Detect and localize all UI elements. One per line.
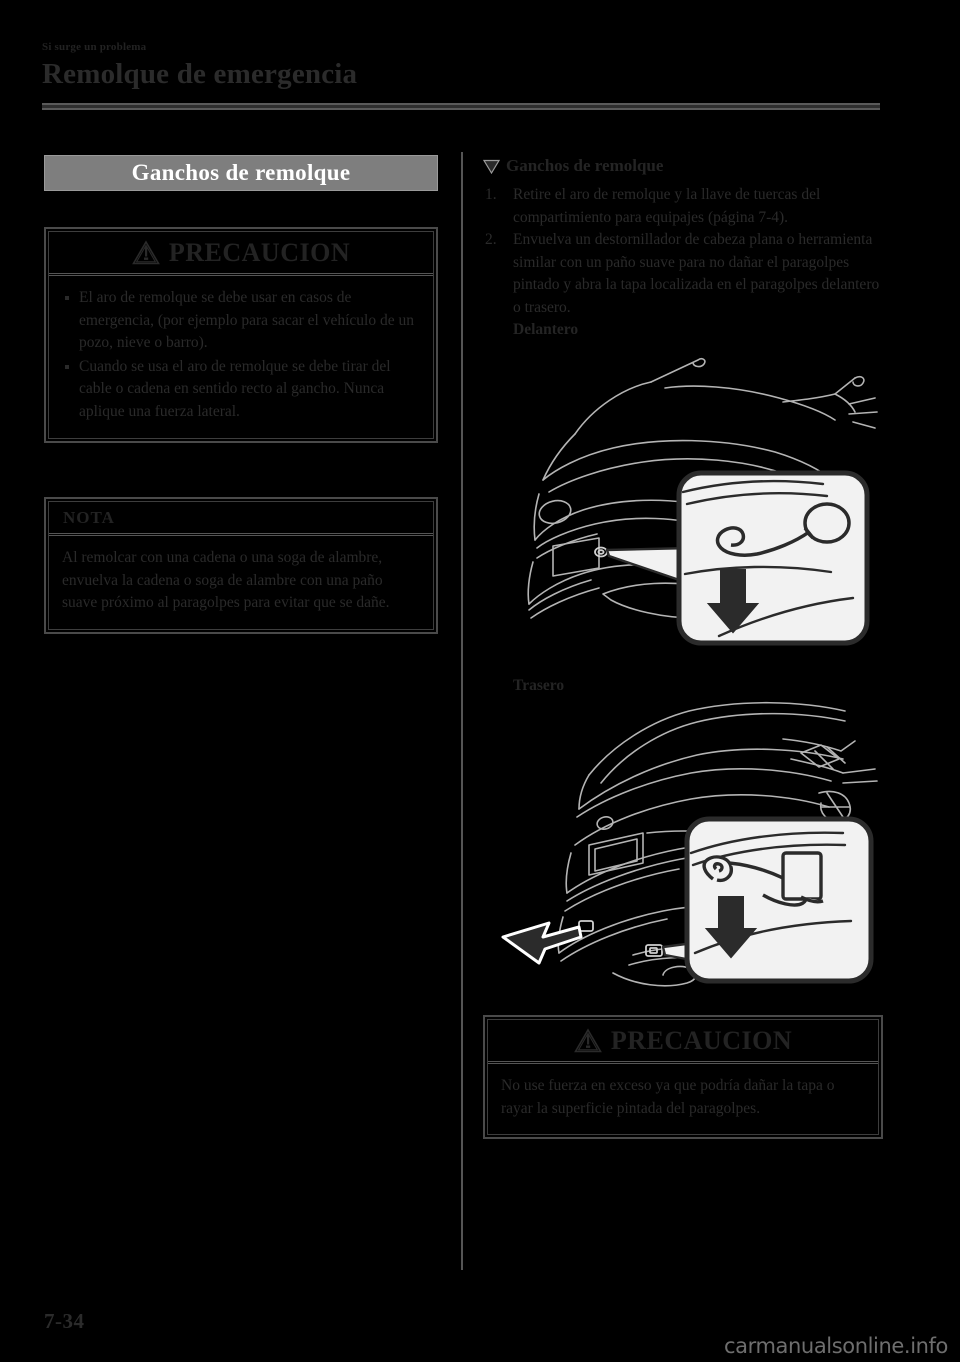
subsection-heading: Ganchos de remolque — [483, 155, 883, 176]
page-header: Si surge un problema Remolque de emergen… — [42, 40, 882, 92]
caution-bullet-list: El aro de remolque se debe usar en casos… — [62, 287, 420, 423]
caution-box-left: PRECAUCION El aro de remolque se debe us… — [44, 227, 438, 443]
caution-box-right-title: PRECAUCION — [610, 1025, 793, 1055]
triangle-down-icon — [483, 159, 500, 174]
note-box-body: Al remolcar con una cadena o una soga de… — [49, 536, 433, 629]
rear-bumper-tow-hook-illustration — [501, 701, 878, 987]
subsection-heading-text: Ganchos de remolque — [506, 156, 664, 175]
caution-box-right-header: PRECAUCION — [488, 1020, 878, 1064]
step-number: 1. — [485, 186, 497, 203]
down-arrow-icon — [706, 568, 760, 634]
watermark: carmanualsonline.info — [724, 1334, 948, 1358]
note-box-title: NOTA — [63, 507, 115, 527]
down-arrow-icon — [704, 896, 758, 959]
front-bumper-tow-hook-illustration — [527, 357, 878, 645]
step-text: Envuelva un destornillador de cabeza pla… — [513, 231, 880, 316]
note-text: Al remolcar con una cadena o una soga de… — [62, 549, 390, 611]
page-title: Remolque de emergencia — [42, 58, 358, 90]
list-item: Cuando se usa el aro de remolque se debe… — [62, 356, 420, 424]
header-kicker: Si surge un problema — [42, 41, 147, 53]
list-item: El aro de remolque se debe usar en casos… — [62, 287, 420, 355]
list-item: 2. Envuelva un destornillador de cabeza … — [483, 229, 883, 319]
column-divider — [461, 152, 463, 1270]
right-column: Ganchos de remolque 1. Retire el aro de … — [483, 155, 883, 1139]
list-item: 1. Retire el aro de remolque y la llave … — [483, 184, 883, 229]
left-column: Ganchos de remolque PRECAUCION — [44, 155, 438, 634]
note-box: NOTA Al remolcar con una cadena o una so… — [44, 497, 438, 634]
caution-box-right-body: No use fuerza en exceso ya que podría da… — [488, 1064, 878, 1134]
caution-box-left-title: PRECAUCION — [168, 237, 351, 267]
caution-box-left-body: El aro de remolque se debe usar en casos… — [49, 276, 433, 438]
header-rule — [42, 103, 880, 110]
warning-triangle-icon — [131, 240, 160, 265]
step-text: Retire el aro de remolque y la llave de … — [513, 186, 821, 226]
pointer-arrow-icon — [501, 921, 583, 965]
caution-box-left-header: PRECAUCION — [49, 232, 433, 276]
page-number: 7-34 — [44, 1309, 85, 1333]
figure-front-label: Delantero — [513, 321, 579, 338]
figure-rear-label: Trasero — [513, 676, 565, 694]
step-number: 2. — [485, 231, 497, 248]
front-callout-detail — [676, 470, 870, 645]
rear-callout-detail — [684, 816, 874, 984]
section-title-bar: Ganchos de remolque — [44, 155, 438, 191]
section-title-text: Ganchos de remolque — [131, 160, 351, 185]
caution-right-text: No use fuerza en exceso ya que podría da… — [501, 1077, 835, 1117]
procedure-steps: 1. Retire el aro de remolque y la llave … — [483, 184, 883, 319]
caution-box-right: PRECAUCION No use fuerza en exceso ya qu… — [483, 1015, 883, 1139]
warning-triangle-icon — [573, 1028, 602, 1053]
note-box-header: NOTA — [49, 502, 433, 536]
